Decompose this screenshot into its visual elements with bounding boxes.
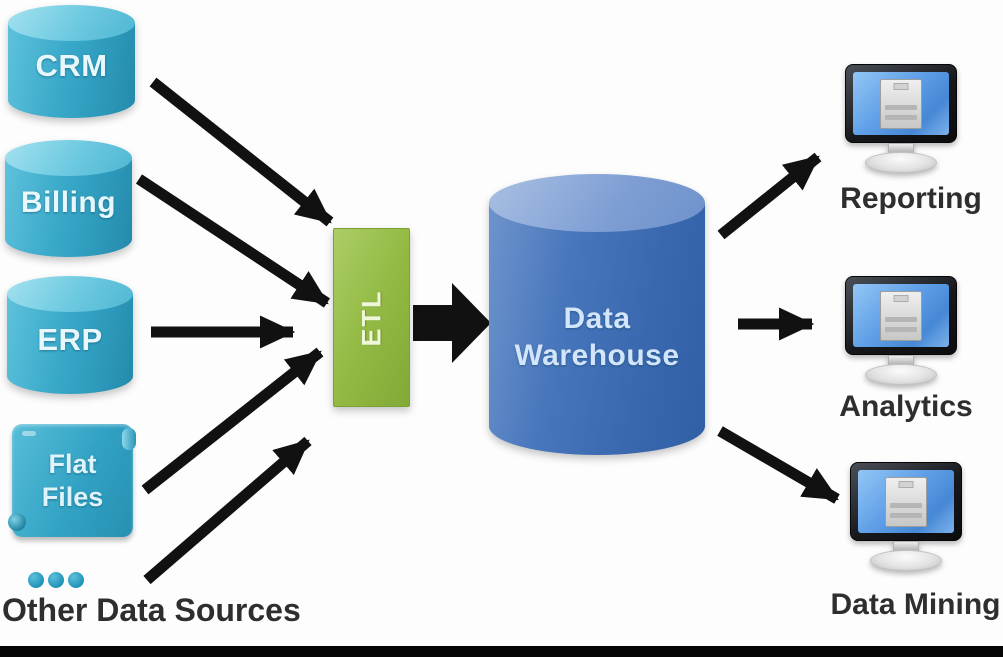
consumer-label-data-mining: Data Mining <box>830 588 1001 621</box>
monitor-base <box>865 364 937 385</box>
monitor-base <box>865 152 937 173</box>
document-icon <box>880 290 922 341</box>
arrow-crm-to-etl <box>149 77 334 227</box>
source-label-other-data-sources: Other Data Sources <box>2 592 301 628</box>
scroll-fold-icon <box>22 431 36 436</box>
source-cylinder-crm: CRM <box>8 5 135 118</box>
dot-icon <box>28 572 44 588</box>
arrow-billing-to-etl <box>135 174 331 308</box>
etl-label: ETL <box>356 289 386 346</box>
cylinder-top <box>5 140 132 176</box>
cylinder-body <box>489 203 705 455</box>
warehouse-cylinder: Data Warehouse <box>489 174 705 455</box>
consumer-label-reporting: Reporting <box>840 182 982 215</box>
monitor-icon-analytics <box>845 276 957 385</box>
ellipsis-dots-icon <box>28 572 84 588</box>
cylinder-top <box>8 5 135 41</box>
monitor-screen <box>853 72 949 135</box>
cylinder-top <box>489 174 705 232</box>
arrow-warehouse-to-datamining <box>717 426 840 504</box>
arrow-flatfiles-to-etl <box>141 347 324 495</box>
warehouse-label: Data Warehouse <box>514 301 680 372</box>
doc-line <box>890 512 922 518</box>
arrow-warehouse-to-reporting <box>717 152 822 240</box>
source-scroll-flat-files: Flat Files <box>8 424 136 537</box>
etl-box: ETL <box>333 228 410 407</box>
cylinder-top <box>7 276 133 312</box>
bottom-black-bar <box>0 646 1003 657</box>
doc-tab <box>898 480 914 488</box>
doc-tab <box>893 294 909 302</box>
source-label-erp: ERP <box>37 321 103 357</box>
monitor-icon-reporting <box>845 64 957 173</box>
monitor-icon-data-mining <box>850 462 962 571</box>
arrow-etl-to-warehouse <box>413 283 491 363</box>
monitor-screen <box>853 284 949 347</box>
doc-line <box>885 316 917 322</box>
scroll-curl-icon <box>122 428 136 450</box>
doc-line <box>885 104 917 110</box>
doc-line <box>890 502 922 508</box>
source-label-flat-files: Flat Files <box>41 448 104 512</box>
source-cylinder-erp: ERP <box>7 276 133 394</box>
dot-icon <box>68 572 84 588</box>
monitor-frame <box>845 64 957 143</box>
monitor-screen <box>858 470 954 533</box>
document-icon <box>880 78 922 129</box>
dot-icon <box>48 572 64 588</box>
doc-tab <box>893 82 909 90</box>
scroll-curl-icon <box>8 513 26 531</box>
document-icon <box>885 476 927 527</box>
monitor-frame <box>845 276 957 355</box>
source-label-crm: CRM <box>35 48 108 84</box>
source-label-billing: Billing <box>20 186 117 220</box>
consumer-label-analytics: Analytics <box>839 390 973 423</box>
source-cylinder-billing: Billing <box>5 140 132 257</box>
monitor-frame <box>850 462 962 541</box>
arrow-othersources-to-etl <box>143 436 312 585</box>
monitor-base <box>870 550 942 571</box>
doc-line <box>885 114 917 120</box>
doc-line <box>885 326 917 332</box>
